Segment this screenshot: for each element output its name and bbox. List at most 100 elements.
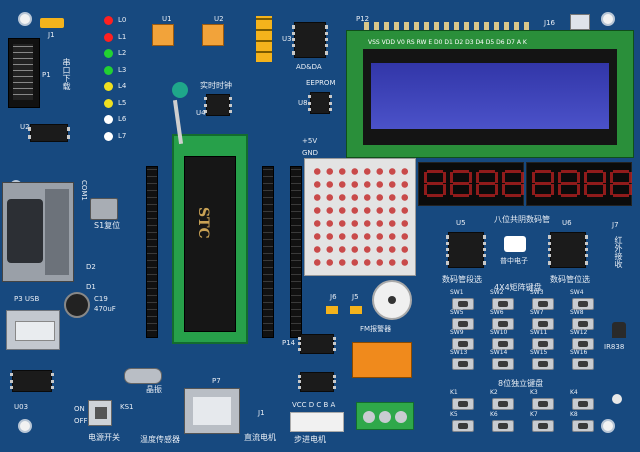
potentiometer-u2[interactable] <box>202 24 224 46</box>
seven-segment-digit <box>610 170 632 197</box>
label-u5: U5 <box>456 219 466 227</box>
label-gnd: GND <box>302 149 319 157</box>
key-label: SW1 <box>450 289 464 296</box>
key-label: SW4 <box>570 289 584 296</box>
indep-key-k8[interactable] <box>572 420 594 432</box>
matrix-key-sw12[interactable] <box>572 338 594 350</box>
key-label: SW11 <box>530 329 548 336</box>
label-serial-download: 串口下载 <box>62 58 71 90</box>
matrix-key-sw6[interactable] <box>492 318 514 330</box>
label-u8: U8 <box>298 99 308 107</box>
key-label: SW14 <box>490 349 508 356</box>
matrix-key-sw5[interactable] <box>452 318 474 330</box>
key-label: SW16 <box>570 349 588 356</box>
label-fm: FM报警器 <box>360 325 392 333</box>
matrix-key-sw10[interactable] <box>492 338 514 350</box>
key-label: K2 <box>490 389 498 396</box>
indep-key-k6[interactable] <box>492 420 514 432</box>
indep-key-k7[interactable] <box>532 420 554 432</box>
indep-key-k1[interactable] <box>452 398 474 410</box>
indep-key-k5[interactable] <box>452 420 474 432</box>
led-label: L2 <box>118 49 127 57</box>
key-label: K1 <box>450 389 458 396</box>
label-step-motor: 步进电机 <box>294 435 326 444</box>
matrix-key-sw13[interactable] <box>452 358 474 370</box>
led-label: L4 <box>118 82 127 90</box>
led-label: L3 <box>118 65 127 74</box>
label-u2: U2 <box>20 123 30 131</box>
jumper-block-ad <box>256 16 272 62</box>
potentiometer-u1[interactable] <box>152 24 174 46</box>
label-matrix-keyboard: 4X4矩阵键盘 <box>494 283 542 292</box>
ir-led <box>612 394 622 404</box>
label-u2-pot: U2 <box>214 15 224 23</box>
jumper-j5 <box>350 306 362 314</box>
led-label: L0 <box>118 16 127 24</box>
key-label: SW9 <box>450 329 464 336</box>
label-temp-sensor: 温度传感器 <box>140 435 180 444</box>
chip-driver-2 <box>298 372 336 392</box>
reset-button[interactable] <box>90 198 118 220</box>
label-crystal: 晶振 <box>146 385 162 394</box>
mcu-brand: STC <box>195 207 211 239</box>
matrix-key-sw4[interactable] <box>572 298 594 310</box>
chip-u2 <box>28 124 70 142</box>
label-u6: U6 <box>562 219 572 227</box>
matrix-key-sw8[interactable] <box>572 318 594 330</box>
label-d1: D1 <box>86 283 96 291</box>
matrix-key-sw14[interactable] <box>492 358 514 370</box>
connector-p7 <box>184 388 240 434</box>
key-label: SW15 <box>530 349 548 356</box>
key-label: K4 <box>570 389 578 396</box>
key-label: K6 <box>490 411 498 418</box>
matrix-key-sw2[interactable] <box>492 298 514 310</box>
power-switch[interactable] <box>88 400 112 426</box>
key-label: K7 <box>530 411 538 418</box>
indep-key-k3[interactable] <box>532 398 554 410</box>
matrix-key-sw15[interactable] <box>532 358 554 370</box>
label-ir838: IR838 <box>604 343 625 351</box>
label-rtc: 实时时钟 <box>200 81 232 90</box>
label-u4: U4 <box>196 109 206 117</box>
label-j5: J5 <box>352 293 359 301</box>
matrix-key-sw11[interactable] <box>532 338 554 350</box>
led-label: L7 <box>118 131 127 140</box>
mounting-hole <box>601 419 615 433</box>
key-label: K3 <box>530 389 538 396</box>
label-adda: AD&DA <box>296 63 322 71</box>
seven-segment-digit <box>476 170 498 197</box>
seven-segment-digit <box>584 170 606 197</box>
matrix-key-sw3[interactable] <box>532 298 554 310</box>
label-p1: P1 <box>42 71 51 79</box>
jumper-j6 <box>326 306 338 314</box>
matrix-key-sw7[interactable] <box>532 318 554 330</box>
matrix-key-sw9[interactable] <box>452 338 474 350</box>
led-l5 <box>104 98 113 108</box>
label-u1: U1 <box>162 15 172 23</box>
indep-key-k4[interactable] <box>572 398 594 410</box>
chip-eeprom <box>308 92 332 114</box>
label-p3-usb: P3 USB <box>14 295 40 303</box>
indep-key-k2[interactable] <box>492 398 514 410</box>
mounting-hole <box>18 12 32 26</box>
matrix-key-sw1[interactable] <box>452 298 474 310</box>
mcu-chip: STC <box>184 156 236 332</box>
port-header-p14 <box>290 166 302 338</box>
usb-port <box>6 310 60 350</box>
led-l4 <box>104 82 113 91</box>
seven-segment-digit <box>450 170 472 197</box>
label-com1: COM1 <box>80 180 88 201</box>
label-j7: J7 <box>612 221 619 229</box>
label-eeprom: EEPROM <box>306 79 336 87</box>
key-label: SW6 <box>490 309 504 316</box>
label-indep-keyboard: 8位独立键盘 <box>498 379 544 388</box>
lcd-contrast-pot[interactable] <box>570 14 590 30</box>
led-label: L5 <box>118 98 127 107</box>
capacitor-c19 <box>64 292 90 318</box>
label-d2: D2 <box>86 263 96 271</box>
led-l2 <box>104 49 113 58</box>
key-label: K8 <box>570 411 578 418</box>
matrix-key-sw16[interactable] <box>572 358 594 370</box>
label-p12: P12 <box>356 15 370 23</box>
